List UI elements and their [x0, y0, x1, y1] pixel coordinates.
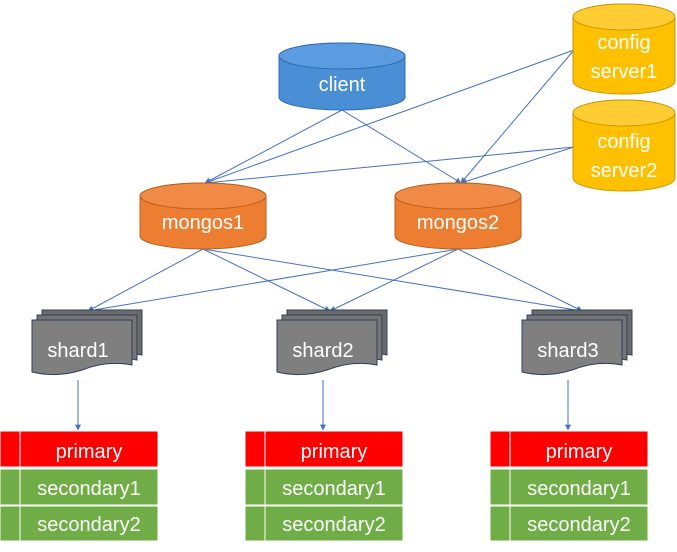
shard3-node[interactable]: shard3 [521, 309, 633, 376]
shard1-node[interactable]: shard1 [31, 309, 143, 376]
secondary1-row[interactable] [489, 468, 649, 506]
mongos1-node[interactable]: mongos1 [139, 182, 267, 250]
config-server1-node[interactable]: config server1 [572, 3, 676, 95]
client-label: client [319, 74, 366, 96]
primary-label: primary [301, 441, 368, 463]
config-server2-node[interactable]: config server2 [572, 99, 676, 192]
edge-config2-to-mongos1 [204, 146, 575, 186]
edge-client-to-mongos2 [341, 109, 462, 184]
edge-config1-to-mongos1 [204, 49, 575, 184]
primary-row[interactable] [0, 430, 159, 468]
shard2-node[interactable]: shard2 [276, 309, 388, 376]
shard2-label: shard2 [292, 340, 353, 362]
config-server1-label-line1: config [597, 32, 650, 54]
primary-row[interactable] [489, 430, 649, 468]
edge-config2-to-mongos2 [460, 146, 575, 185]
secondary1-row[interactable] [0, 468, 159, 506]
shard3-label: shard3 [537, 340, 598, 362]
primary-row[interactable] [244, 430, 404, 468]
secondary1-label: secondary1 [527, 478, 630, 500]
edge-config1-to-mongos2 [460, 49, 575, 184]
edge-mongos1-to-shard1 [87, 248, 204, 312]
primary-label: primary [546, 441, 613, 463]
secondary1-label: secondary1 [37, 478, 140, 500]
edges [75, 49, 583, 431]
config-server2-label-line2: server2 [591, 160, 658, 182]
secondary2-row[interactable] [489, 505, 649, 542]
replica-set-2: primary secondary1 secondary2 [244, 430, 404, 542]
secondary2-label: secondary2 [282, 514, 385, 536]
config-server1-label-line2: server1 [591, 61, 658, 83]
shard1-label: shard1 [47, 340, 108, 362]
secondary2-label: secondary2 [527, 514, 630, 536]
mongos1-label: mongos1 [162, 212, 244, 234]
primary-label: primary [56, 441, 123, 463]
config-server2-label-line1: config [597, 131, 650, 153]
mongos2-node[interactable]: mongos2 [394, 182, 522, 250]
secondary1-row[interactable] [244, 468, 404, 506]
secondary2-label: secondary2 [37, 514, 140, 536]
edge-mongos1-to-shard3 [202, 248, 583, 314]
secondary1-label: secondary1 [282, 478, 385, 500]
edge-mongos2-to-shard3 [457, 248, 583, 312]
mongos2-label: mongos2 [417, 212, 499, 234]
edge-mongos2-to-shard1 [87, 248, 459, 314]
edge-mongos1-to-shard2 [202, 248, 331, 312]
replica-set-1: primary secondary1 secondary2 [0, 430, 159, 542]
edge-mongos2-to-shard2 [329, 248, 459, 312]
client-node[interactable]: client [278, 42, 406, 111]
replica-set-3: primary secondary1 secondary2 [489, 430, 649, 542]
secondary2-row[interactable] [0, 505, 159, 542]
edge-client-to-mongos1 [204, 109, 343, 184]
secondary2-row[interactable] [244, 505, 404, 542]
